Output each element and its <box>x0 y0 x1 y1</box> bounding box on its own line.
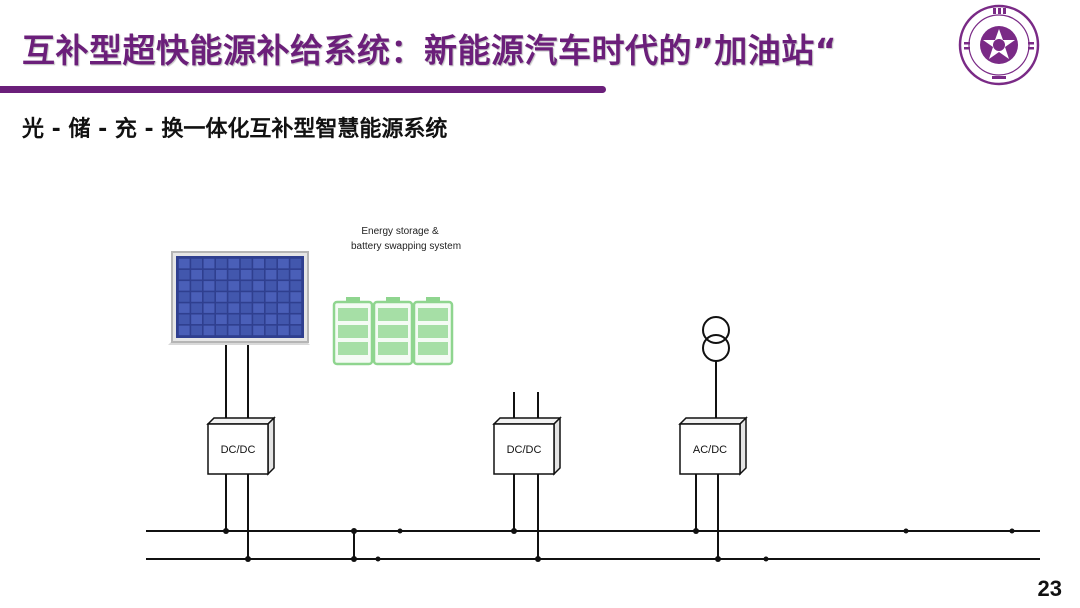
solar-cell <box>228 292 240 302</box>
solar-cell <box>290 303 302 313</box>
solar-cell <box>228 303 240 313</box>
solar-cell <box>240 325 252 336</box>
converter-label-dcdc-2: DC/DC <box>507 444 542 456</box>
solar-cell <box>265 325 277 336</box>
converter-box-3: AC/DC <box>678 416 748 476</box>
title-underline-bar <box>0 86 606 93</box>
solar-cell <box>216 292 227 302</box>
solar-cell <box>203 325 215 336</box>
solar-cell <box>191 269 202 280</box>
solar-cell <box>240 314 252 325</box>
solar-cell <box>203 303 215 313</box>
solar-cell <box>203 258 215 269</box>
solar-cell <box>240 258 252 269</box>
solar-cell <box>290 325 302 336</box>
solar-cell <box>278 314 289 325</box>
solar-cell <box>228 281 240 291</box>
solar-cell <box>178 325 190 336</box>
page-number: 23 <box>1037 576 1062 601</box>
solar-cell <box>178 269 190 280</box>
solar-cell <box>265 314 277 325</box>
solar-cell <box>253 281 264 291</box>
solar-cell <box>228 325 240 336</box>
solar-cell <box>265 292 277 302</box>
solar-cell <box>290 281 302 291</box>
solar-cell <box>265 303 277 313</box>
converter-box-2: DC/DC <box>492 416 562 476</box>
solar-panel-icon <box>168 251 310 345</box>
slide-subtitle: 光 - 储 - 充 - 换一体化互补型智慧能源系统 <box>22 117 448 142</box>
solar-cell <box>203 292 215 302</box>
solar-cell <box>216 314 227 325</box>
solar-cell <box>240 269 252 280</box>
junction-dots <box>223 528 1015 562</box>
solar-cell <box>178 258 190 269</box>
solar-cell <box>253 292 264 302</box>
solar-cell <box>290 292 302 302</box>
solar-cell <box>203 281 215 291</box>
solar-cell <box>191 281 202 291</box>
transformer-icon <box>702 316 730 362</box>
solar-cell <box>278 292 289 302</box>
converter-label-acdc: AC/DC <box>693 444 727 456</box>
solar-cell <box>265 269 277 280</box>
solar-cell <box>240 281 252 291</box>
solar-cell <box>240 303 252 313</box>
solar-cell <box>203 314 215 325</box>
solar-cell <box>278 325 289 336</box>
solar-cell <box>191 258 202 269</box>
converter-label-dcdc-1: DC/DC <box>221 444 256 456</box>
solar-cell <box>240 292 252 302</box>
solar-cell <box>191 314 202 325</box>
solar-cell <box>191 303 202 313</box>
storage-label-line2: battery swapping system <box>351 241 461 252</box>
solar-cell <box>178 314 190 325</box>
solar-cell <box>290 269 302 280</box>
solar-cell <box>191 325 202 336</box>
solar-cell <box>191 292 202 302</box>
solar-cell <box>216 281 227 291</box>
solar-cell <box>278 303 289 313</box>
solar-cell <box>265 281 277 291</box>
solar-cell <box>228 269 240 280</box>
solar-cell <box>178 292 190 302</box>
solar-cell <box>216 269 227 280</box>
solar-cell <box>278 269 289 280</box>
solar-cell <box>253 303 264 313</box>
solar-cell <box>253 314 264 325</box>
solar-cell <box>216 325 227 336</box>
solar-cell <box>178 303 190 313</box>
solar-cell <box>178 281 190 291</box>
university-seal-icon <box>958 4 1040 86</box>
wiring <box>146 345 1040 560</box>
solar-cell <box>290 314 302 325</box>
solar-cell <box>216 303 227 313</box>
solar-cell <box>290 258 302 269</box>
battery-storage-icon <box>332 297 454 366</box>
solar-cell <box>265 258 277 269</box>
solar-cell <box>253 269 264 280</box>
solar-cell <box>253 325 264 336</box>
solar-cell <box>278 281 289 291</box>
converter-box-1: DC/DC <box>206 416 276 476</box>
storage-label-line1: Energy storage & <box>361 226 439 237</box>
solar-cell <box>228 314 240 325</box>
solar-cell <box>253 258 264 269</box>
solar-cell <box>203 269 215 280</box>
solar-cell <box>278 258 289 269</box>
solar-cell <box>216 258 227 269</box>
solar-cell <box>228 258 240 269</box>
slide-title: 互补型超快能源补给系统：新能源汽车时代的”加油站“ <box>22 31 837 70</box>
